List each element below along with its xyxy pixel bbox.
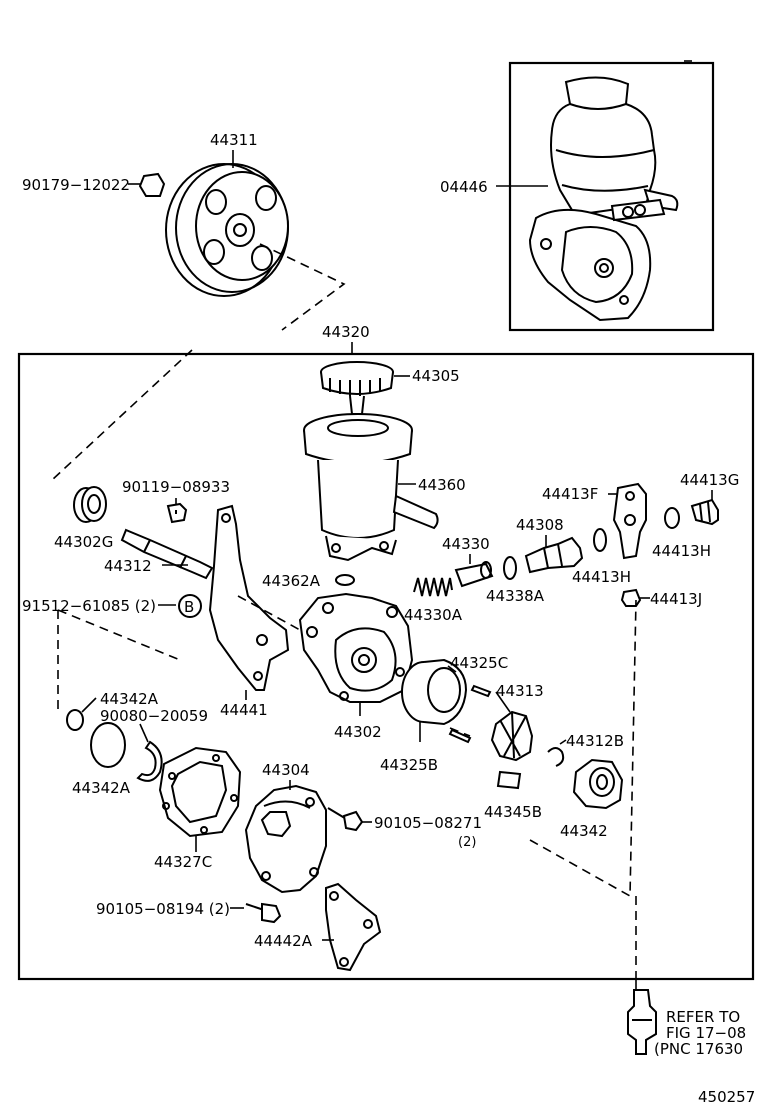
pump-body-44302: [298, 592, 414, 703]
nut-90179: [138, 172, 166, 197]
label-44413H-a: 44413H: [572, 568, 631, 586]
label-90105-08271: 90105−08271: [374, 814, 482, 832]
spring-44330A: [413, 577, 453, 597]
refer-note-line2: FIG 17−08: [666, 1024, 746, 1042]
label-44413J: 44413J: [650, 590, 702, 608]
seal-44302G: [73, 486, 107, 523]
gasket-44413H-a: [593, 528, 607, 552]
label-44362A: 44362A: [262, 572, 321, 590]
bearing-44342: [572, 758, 624, 810]
label-90179-12022: 90179−12022: [22, 176, 130, 194]
label-44342: 44342: [560, 822, 608, 840]
label-44308: 44308: [516, 516, 564, 534]
label-44325C: 44325C: [450, 654, 508, 672]
pin-44325C: [470, 684, 492, 698]
cover-44304: [244, 784, 327, 894]
label-44413G: 44413G: [680, 471, 739, 489]
label-44413F: 44413F: [542, 485, 598, 503]
vane-44345B: [496, 770, 522, 790]
assembly-box: [17, 352, 755, 981]
label-44338A: 44338A: [486, 587, 545, 605]
rotor-44313: [490, 710, 534, 762]
label-44327C: 44327C: [154, 853, 212, 871]
bolt-90105-08194: [245, 902, 282, 924]
cap-44305: [320, 361, 394, 415]
label-44342A-b: 44342A: [72, 779, 131, 797]
snap-ring-90080: [136, 740, 163, 782]
fitting-44413F: [612, 482, 647, 560]
bolt-90119: [166, 502, 188, 524]
label-90105-08194: 90105−08194 (2): [96, 900, 230, 918]
label-44442A: 44442A: [254, 932, 313, 950]
refer-note-line1: REFER TO: [666, 1008, 740, 1026]
oring-44362A: [335, 574, 355, 586]
inset-box: [508, 61, 715, 332]
label-44441: 44441: [220, 701, 268, 719]
label-90080-20059: 90080−20059: [100, 707, 208, 725]
label-91512-61085: 91512−61085 (2): [22, 597, 156, 615]
reservoir-44360: [303, 413, 439, 562]
label-44345B: 44345B: [484, 803, 542, 821]
label-44313: 44313: [496, 682, 544, 700]
shaft-44312: [120, 528, 214, 580]
label-44302G: 44302G: [54, 533, 113, 551]
label-44305: 44305: [412, 367, 460, 385]
label-44312B: 44312B: [566, 732, 624, 750]
label-44413H-b: 44413H: [652, 542, 711, 560]
assembly-ref-label: 44320: [322, 323, 370, 341]
union-44308: [524, 536, 584, 574]
bolt-90105-08271: [327, 807, 364, 832]
gasket-44413H-b: [664, 507, 680, 529]
label-44311: 44311: [210, 131, 258, 149]
label-44330A: 44330A: [404, 606, 463, 624]
bolt-44413G: [690, 498, 719, 526]
label-qty-2: (2): [458, 835, 476, 850]
label-44360: 44360: [418, 476, 466, 494]
pump-assembly-illustration: [528, 76, 679, 322]
snap-ring-44312B: [547, 747, 565, 767]
bracket-44442A: [325, 882, 382, 972]
label-44312: 44312: [104, 557, 152, 575]
cam-ring-44325B: [401, 658, 468, 726]
label-44304: 44304: [262, 761, 310, 779]
reference-b-marker: [178, 594, 202, 618]
cap-44413J: [620, 588, 642, 607]
gasket-44327C: [158, 746, 242, 838]
label-b: B: [184, 598, 194, 616]
bracket-44441: [208, 504, 290, 691]
label-44330: 44330: [442, 535, 490, 553]
pulley-44311: [165, 163, 289, 297]
oring-44342A-small: [66, 709, 84, 731]
valve-44330: [454, 561, 494, 588]
figure-number: 450257: [698, 1088, 755, 1106]
inset-ref-label: 04446: [440, 178, 488, 196]
label-44302: 44302: [334, 723, 382, 741]
label-90119-08933: 90119−08933: [122, 478, 230, 496]
oring-44342A-large: [90, 722, 126, 768]
fitting-refer: [627, 989, 657, 1055]
label-44325B: 44325B: [380, 756, 438, 774]
label-44342A-a: 44342A: [100, 690, 159, 708]
oring-44338A: [503, 556, 517, 580]
refer-note-line3: (PNC 17630: [654, 1040, 743, 1058]
